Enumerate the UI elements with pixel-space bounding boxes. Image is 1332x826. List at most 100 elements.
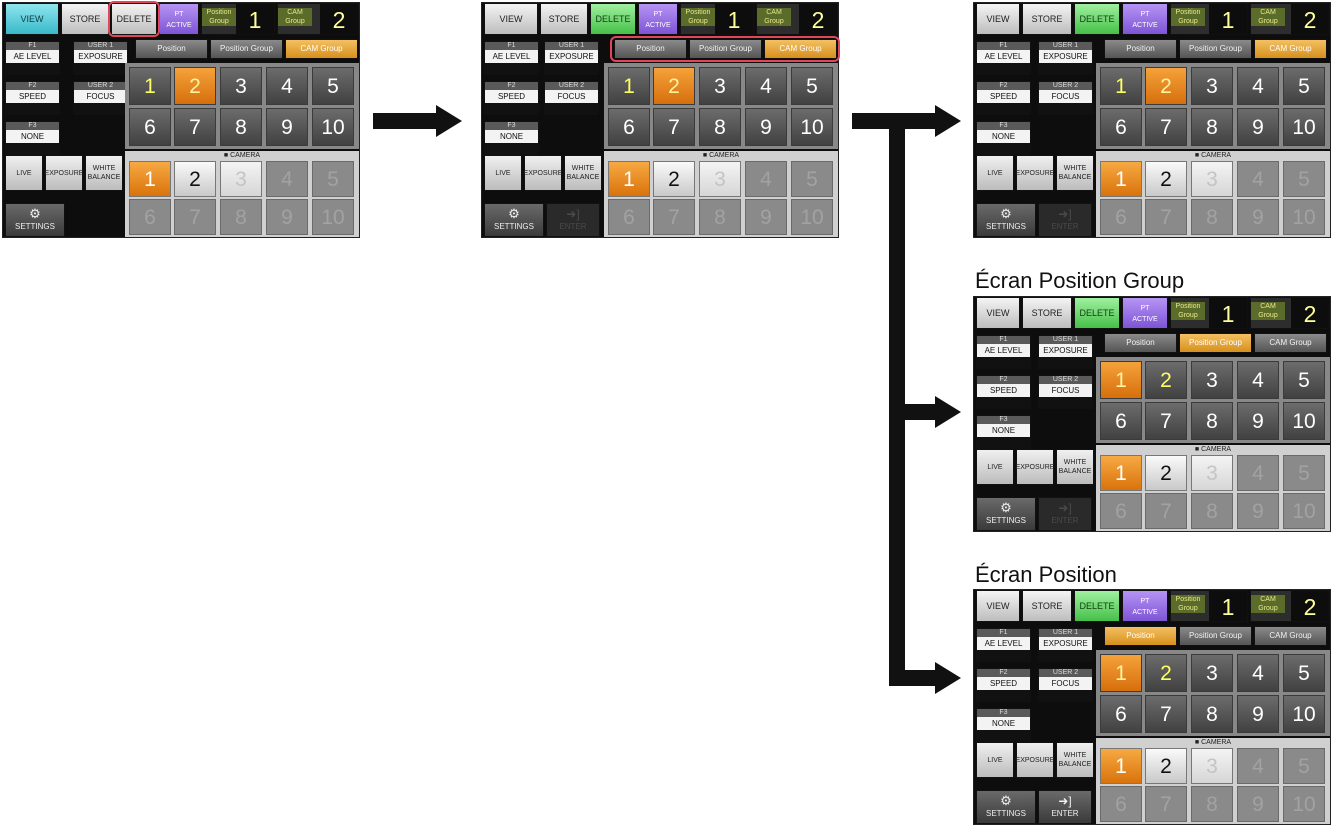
delete-button[interactable]: DELETE — [1074, 3, 1120, 35]
group-button-9[interactable]: 9 — [266, 108, 308, 146]
settings-button[interactable]: ⚙SETTINGS — [5, 203, 65, 237]
camera-button-1[interactable]: 1 — [1100, 455, 1142, 491]
position-button-10[interactable]: 10 — [1283, 695, 1325, 733]
live-button[interactable]: LIVE — [976, 449, 1014, 485]
group-button-4[interactable]: 4 — [745, 67, 787, 105]
tab-cam-group[interactable]: CAM Group — [1254, 333, 1327, 353]
tab-position[interactable]: Position — [614, 39, 687, 59]
store-button[interactable]: STORE — [540, 3, 588, 35]
group-button-9[interactable]: 9 — [1237, 108, 1279, 146]
group-button-4[interactable]: 4 — [1237, 67, 1279, 105]
live-button[interactable]: LIVE — [484, 155, 522, 191]
camera-button-2[interactable]: 2 — [174, 161, 216, 197]
camera-button-6[interactable]: 6 — [129, 199, 171, 235]
delete-button[interactable]: DELETE — [111, 3, 157, 35]
position-button-2[interactable]: 2 — [1145, 654, 1187, 692]
exposure-button[interactable]: EXPOSURE — [1016, 449, 1054, 485]
group-button-5[interactable]: 5 — [1283, 67, 1325, 105]
group-button-2[interactable]: 2 — [653, 67, 695, 105]
group-button-8[interactable]: 8 — [220, 108, 262, 146]
tab-position-group[interactable]: Position Group — [1179, 39, 1252, 59]
camera-button-10[interactable]: 10 — [791, 199, 833, 235]
view-button[interactable]: VIEW — [976, 590, 1020, 622]
group-button-1[interactable]: 1 — [1100, 361, 1142, 399]
camera-button-6[interactable]: 6 — [1100, 199, 1142, 235]
camera-button-8[interactable]: 8 — [1191, 493, 1233, 529]
group-button-8[interactable]: 8 — [1191, 402, 1233, 440]
view-button[interactable]: VIEW — [484, 3, 538, 35]
camera-button-6[interactable]: 6 — [608, 199, 650, 235]
camera-button-10[interactable]: 10 — [312, 199, 354, 235]
camera-button-9[interactable]: 9 — [1237, 493, 1279, 529]
store-button[interactable]: STORE — [1022, 297, 1072, 329]
camera-button-7[interactable]: 7 — [174, 199, 216, 235]
group-button-6[interactable]: 6 — [608, 108, 650, 146]
group-button-6[interactable]: 6 — [1100, 402, 1142, 440]
group-button-9[interactable]: 9 — [1237, 402, 1279, 440]
camera-button-5[interactable]: 5 — [1283, 748, 1325, 784]
camera-button-8[interactable]: 8 — [220, 199, 262, 235]
tab-position[interactable]: Position — [1104, 39, 1177, 59]
store-button[interactable]: STORE — [61, 3, 109, 35]
enter-button[interactable]: ➜]ENTER — [1038, 203, 1092, 237]
group-button-6[interactable]: 6 — [129, 108, 171, 146]
group-button-6[interactable]: 6 — [1100, 108, 1142, 146]
exposure-button[interactable]: EXPOSURE — [1016, 155, 1054, 191]
camera-button-9[interactable]: 9 — [266, 199, 308, 235]
settings-button[interactable]: ⚙SETTINGS — [976, 497, 1036, 531]
camera-button-10[interactable]: 10 — [1283, 493, 1325, 529]
group-button-4[interactable]: 4 — [266, 67, 308, 105]
position-button-7[interactable]: 7 — [1145, 695, 1187, 733]
delete-button[interactable]: DELETE — [590, 3, 636, 35]
tab-position[interactable]: Position — [1104, 626, 1177, 646]
tab-cam-group[interactable]: CAM Group — [764, 39, 837, 59]
camera-button-4[interactable]: 4 — [745, 161, 787, 197]
tab-cam-group[interactable]: CAM Group — [1254, 626, 1327, 646]
camera-button-8[interactable]: 8 — [1191, 199, 1233, 235]
camera-button-7[interactable]: 7 — [1145, 786, 1187, 822]
camera-button-4[interactable]: 4 — [1237, 455, 1279, 491]
group-button-8[interactable]: 8 — [699, 108, 741, 146]
camera-button-2[interactable]: 2 — [1145, 455, 1187, 491]
group-button-3[interactable]: 3 — [1191, 361, 1233, 399]
camera-button-8[interactable]: 8 — [699, 199, 741, 235]
settings-button[interactable]: ⚙SETTINGS — [976, 203, 1036, 237]
group-button-10[interactable]: 10 — [1283, 108, 1325, 146]
exposure-button[interactable]: EXPOSURE — [45, 155, 83, 191]
delete-button[interactable]: DELETE — [1074, 590, 1120, 622]
view-button[interactable]: VIEW — [976, 297, 1020, 329]
group-button-5[interactable]: 5 — [791, 67, 833, 105]
settings-button[interactable]: ⚙SETTINGS — [484, 203, 544, 237]
group-button-5[interactable]: 5 — [1283, 361, 1325, 399]
camera-button-2[interactable]: 2 — [653, 161, 695, 197]
camera-button-10[interactable]: 10 — [1283, 199, 1325, 235]
camera-button-7[interactable]: 7 — [653, 199, 695, 235]
view-button[interactable]: VIEW — [5, 3, 59, 35]
camera-button-6[interactable]: 6 — [1100, 493, 1142, 529]
tab-position[interactable]: Position — [135, 39, 208, 59]
store-button[interactable]: STORE — [1022, 590, 1072, 622]
delete-button[interactable]: DELETE — [1074, 297, 1120, 329]
position-button-4[interactable]: 4 — [1237, 654, 1279, 692]
camera-button-9[interactable]: 9 — [1237, 199, 1279, 235]
group-button-2[interactable]: 2 — [174, 67, 216, 105]
position-button-9[interactable]: 9 — [1237, 695, 1279, 733]
